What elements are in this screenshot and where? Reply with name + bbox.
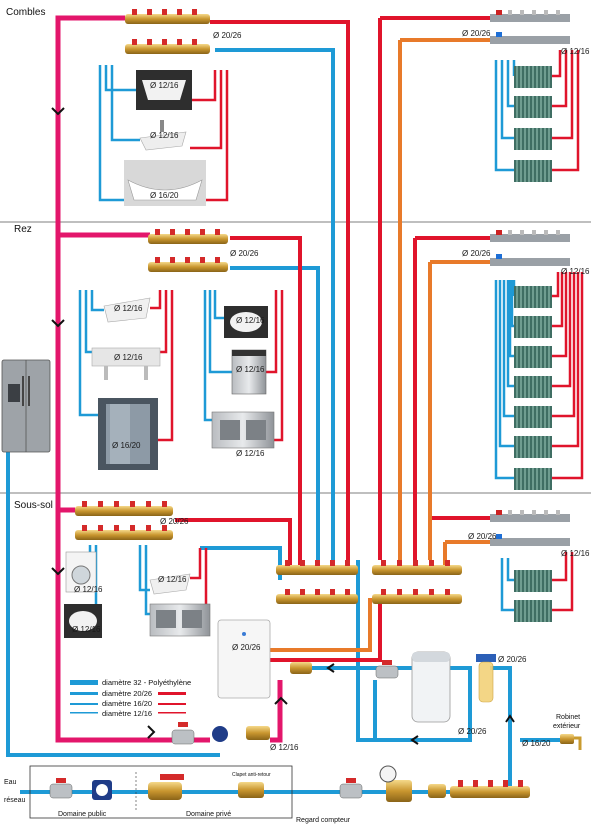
collector-rez-cold: [148, 257, 228, 272]
legend: diamètre 32 - Polyéthylène diamètre 20/2…: [70, 678, 191, 718]
diam-label: Ø 12/16: [236, 449, 265, 458]
bathtub-combles: [124, 160, 206, 206]
central-collector-left-bottom: [276, 589, 358, 604]
exterieur-label: extérieur: [553, 723, 581, 730]
diam-label: Ø 20/26: [232, 643, 261, 652]
radiator-loops: [494, 50, 584, 612]
floor-sous-sol: Sous-sol: [14, 500, 53, 511]
utility-sink-ss: [149, 603, 211, 637]
diam-label: Ø 12/16: [158, 575, 187, 584]
misc-labels: Robinet extérieur Eau réseau Domaine pub…: [4, 714, 581, 824]
washing-machine-ss: [65, 551, 97, 593]
floor-dividers: [0, 221, 591, 494]
diam-label: Ø 12/16: [561, 47, 590, 56]
diameter-labels: Ø 20/26 Ø 20/26 Ø 12/16 Ø 12/16 Ø 12/16 …: [72, 29, 590, 752]
domaine-public-label: Domaine public: [58, 811, 107, 818]
diam-label: Ø 20/26: [468, 532, 497, 541]
diam-label: Ø 12/16: [114, 353, 143, 362]
collector-rez-hot: [148, 229, 228, 244]
water-softener: [411, 651, 451, 723]
wc-rez: [224, 306, 268, 338]
collector-combles-cold: [125, 39, 210, 54]
floor-combles: Combles: [6, 7, 45, 18]
meter-box: [29, 765, 446, 819]
diam-label: Ø 12/16: [561, 549, 590, 558]
diam-label: Ø 12/16: [561, 267, 590, 276]
diam-label: Ø 12/16: [150, 131, 179, 140]
legend-1620: diamètre 16/20: [102, 699, 152, 708]
legend-1216: diamètre 12/16: [102, 709, 152, 718]
diam-label: Ø 20/26: [213, 31, 242, 40]
diam-label: Ø 12/16: [150, 81, 179, 90]
refrigerator: [1, 359, 51, 453]
flow-arrows-main: [51, 107, 288, 739]
valves: [171, 660, 582, 750]
clapet-label: Clapet anti-retour: [232, 772, 271, 778]
collector-ss-cold: [75, 525, 173, 540]
diam-label: Ø 12/16: [74, 585, 103, 594]
diam-label: Ø 12/16: [270, 743, 299, 752]
washbasin-ss: [149, 573, 191, 595]
diam-label: Ø 20/26: [230, 249, 259, 258]
radiators: [514, 66, 552, 622]
central-collector-right-bottom: [372, 589, 462, 604]
fixture-branches-combles: [98, 65, 229, 202]
diam-label: Ø 20/26: [462, 29, 491, 38]
regard-label: Regard compteur: [296, 817, 351, 824]
washbasin-combles-2: [139, 120, 187, 151]
shower-rez: [98, 398, 158, 470]
collector-combles-hot: [125, 9, 210, 24]
washbasin-rez-1: [103, 297, 151, 323]
dishwasher-rez: [231, 349, 267, 395]
diam-label: Ø 12/16: [72, 625, 101, 634]
entry-collector: [450, 780, 530, 798]
domaine-prive-label: Domaine privé: [186, 811, 231, 818]
central-collector-right-top: [372, 560, 462, 575]
washbasin-combles-1: [136, 70, 192, 110]
legend-2026: diamètre 20/26: [102, 689, 152, 698]
fixture-branches-rez: [78, 290, 284, 442]
diam-label: Ø 12/16: [236, 316, 265, 325]
collector-ss-hot: [75, 501, 173, 516]
reseau-label: réseau: [4, 797, 26, 804]
diam-label: Ø 20/26: [160, 517, 189, 526]
floor-rez: Rez: [14, 224, 32, 235]
diam-label: Ø 20/26: [462, 249, 491, 258]
diam-label: Ø 20/26: [498, 655, 527, 664]
wc-ss: [64, 604, 102, 638]
heating-manifold-combles: [490, 10, 570, 44]
diam-label: Ø 12/16: [236, 365, 265, 374]
diam-label: Ø 20/26: [458, 727, 487, 736]
boiler: [217, 619, 271, 699]
legend-32: diamètre 32 - Polyéthylène: [102, 678, 191, 687]
diam-label: Ø 16/20: [150, 191, 179, 200]
water-filter: [476, 654, 496, 703]
kitchen-sink-rez: [211, 411, 275, 449]
eau-label: Eau: [4, 779, 17, 786]
heating-manifold-ss: [490, 510, 570, 546]
robinet-label: Robinet: [556, 714, 580, 721]
hot-water-pipes: [175, 16, 490, 662]
diam-label: Ø 12/16: [114, 304, 143, 313]
flow-arrows-cold: [326, 663, 515, 745]
diam-label: Ø 16/20: [522, 739, 551, 748]
floor-labels: Combles Rez Sous-sol: [6, 7, 53, 511]
heating-manifold-rez: [490, 230, 570, 266]
central-collector-left-top: [276, 560, 358, 575]
diam-label: Ø 16/20: [112, 441, 141, 450]
double-washbasin-rez: [91, 347, 161, 380]
